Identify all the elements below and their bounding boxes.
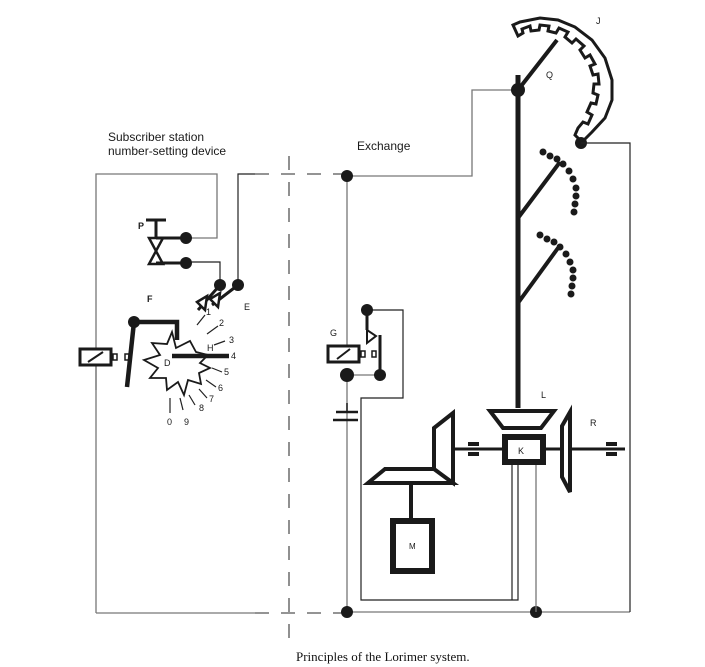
dial-tick-3 (213, 340, 226, 346)
label-k: K (518, 446, 524, 456)
dial-number-5: 5 (224, 367, 229, 377)
armature-pin-a (112, 353, 118, 361)
dial-number-3: 3 (229, 335, 234, 345)
wiper-2 (516, 160, 562, 220)
dial-number-8: 8 (199, 403, 204, 413)
subscriber-title: Subscriber station (108, 130, 204, 144)
dial-number-9: 9 (184, 417, 189, 427)
wire-contact-e2 (237, 173, 255, 284)
contact-e-tip2 (207, 290, 222, 310)
figure-caption: Principles of the Lorimer system. (296, 649, 470, 664)
label-r: R (590, 418, 597, 428)
bevel-gear-r (560, 404, 572, 493)
wire-loop-left (95, 173, 218, 390)
label-h: H (207, 343, 214, 353)
terminal-exchange-top (341, 170, 353, 182)
label-l: L (541, 390, 546, 400)
label-d: D (164, 358, 171, 368)
label-f: F (147, 294, 153, 304)
wire-relay-g-loop (360, 309, 519, 601)
bevel-gear-horizontal (362, 467, 460, 485)
contact-bank-upper (539, 148, 580, 216)
dial-number-0: 0 (167, 417, 172, 427)
terminal-exchange-bottom (341, 606, 353, 618)
dial-tick-7 (198, 388, 208, 399)
relay-g-contact (366, 328, 378, 346)
dial-tick-6 (205, 379, 217, 388)
dial-tick-2 (206, 325, 219, 335)
wiper-q (516, 38, 559, 92)
lever-f (124, 319, 180, 388)
bearing-right-top (606, 442, 617, 446)
dial-number-1: 1 (206, 307, 211, 317)
exchange-title: Exchange (357, 139, 411, 153)
contact-e-tip1 (194, 293, 209, 313)
wire-contact-e1 (186, 261, 221, 284)
label-e: E (244, 302, 250, 312)
selector-j-contact-arc (511, 16, 614, 145)
terminal-g-left (340, 368, 354, 382)
bearing-right-bottom (606, 452, 617, 456)
subscriber-title-line2: number-setting device (108, 144, 226, 158)
dial-number-6: 6 (218, 383, 223, 393)
wire-j-right (581, 142, 631, 612)
wire-exchange-top (347, 89, 518, 177)
label-q: Q (546, 70, 553, 80)
terminal-g-top (361, 304, 373, 316)
dial-tick-1 (196, 314, 206, 326)
dial-number-2: 2 (219, 318, 224, 328)
terminal-p2 (180, 257, 192, 269)
label-g: G (330, 328, 337, 338)
label-m: M (409, 542, 416, 551)
pivot-f (128, 316, 140, 328)
relay-g-pin-a (360, 350, 366, 358)
dial-tick-8 (188, 394, 196, 406)
terminal-p1 (180, 232, 192, 244)
wiper-3 (516, 246, 560, 305)
motor-m (390, 518, 435, 574)
electromagnet-coil-mark (87, 351, 104, 363)
bearing-left-bottom (468, 452, 479, 456)
label-j: J (596, 16, 601, 26)
label-p: P (138, 221, 144, 231)
dial-tick-5 (211, 367, 223, 373)
contact-bank-lower (536, 231, 577, 298)
bevel-gear-l (485, 409, 559, 430)
dial-number-7: 7 (209, 394, 214, 404)
bearing-left-top (468, 442, 479, 446)
dial-number-4: 4 (231, 351, 236, 361)
star-wheel-d (141, 329, 213, 398)
relay-g-pin-b (371, 350, 377, 358)
relay-g-coil-mark (336, 348, 351, 360)
terminal-g-right (374, 369, 386, 381)
dial-scale: 1 2 3 4 5 6 7 8 9 0 (167, 307, 236, 427)
dial-tick-9 (179, 397, 184, 411)
pivot-q (511, 83, 525, 97)
